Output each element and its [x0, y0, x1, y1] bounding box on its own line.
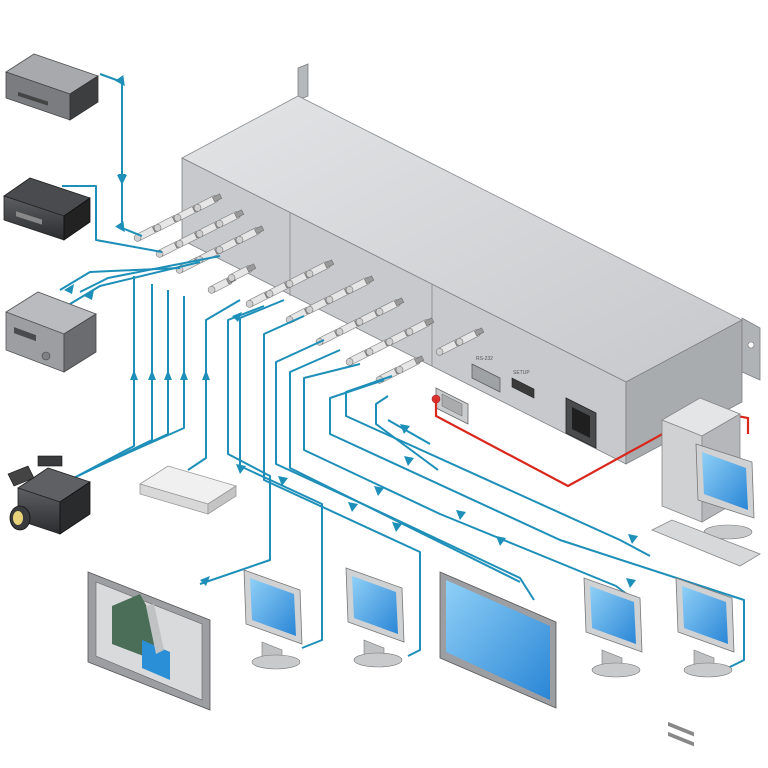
- cable-rs232: [434, 399, 750, 488]
- cable-camcorder-1: [69, 276, 135, 481]
- cable-monitor-3: [303, 363, 641, 605]
- cable-monitor-4: [329, 379, 745, 669]
- cable-monitor-1: [239, 299, 323, 649]
- vcr-icon: [3, 177, 91, 241]
- monitor-icon: [243, 569, 303, 670]
- monitor-icon: [675, 577, 735, 678]
- chassis-side: [625, 319, 743, 465]
- rack-ear-right: [741, 317, 761, 381]
- rs232-port: RS-232: [471, 356, 501, 393]
- projector-screen-icon: [87, 571, 211, 711]
- rack-ear-left: [297, 63, 309, 101]
- monitor-icon: [345, 567, 405, 668]
- media-player-icon: [139, 465, 237, 515]
- flat-panel-display-icon: [439, 571, 557, 709]
- cable-pc-1: [375, 395, 439, 471]
- cable-vcr: [62, 185, 163, 253]
- camcorder-icon: [7, 455, 91, 535]
- monitor-icon: [583, 577, 643, 678]
- dvd-player-icon: [5, 53, 99, 121]
- db9-connector: [431, 387, 469, 425]
- keyboard-icon: [651, 519, 761, 567]
- power-inlet: [565, 397, 597, 449]
- setup-dip-switch: SETUP: [511, 370, 535, 399]
- svg-text:RS-232: RS-232: [476, 356, 493, 362]
- cables-blue: [59, 73, 745, 669]
- cable-media-player: [187, 299, 241, 471]
- monitor-icon: [695, 443, 755, 540]
- av-receiver-icon: [5, 291, 97, 373]
- cable-projector: [199, 305, 271, 585]
- svg-text:SETUP: SETUP: [513, 370, 530, 376]
- cable-flat-panel: [275, 339, 535, 601]
- switcher-chassis: RS-232 SETUP: [181, 63, 761, 465]
- cable-monitor-2: [263, 315, 421, 657]
- cable-arrows: [64, 174, 638, 588]
